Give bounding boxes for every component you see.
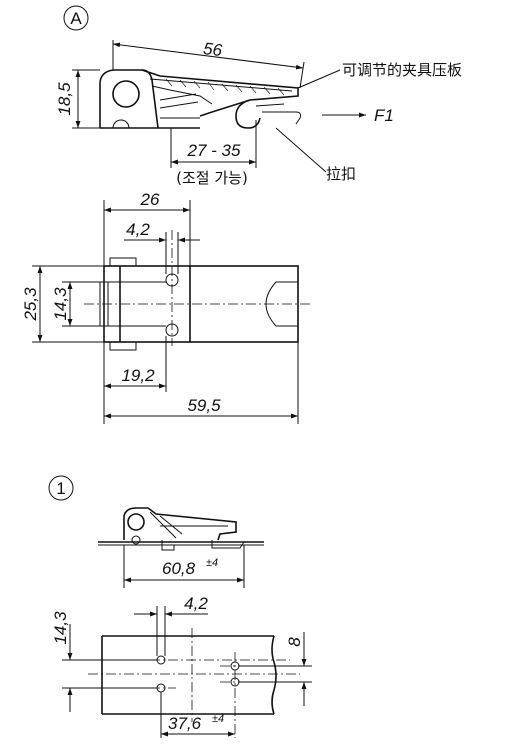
dim-19-2: 19,2	[121, 366, 155, 385]
view-1: 1 60,8 ±4	[48, 475, 264, 588]
view-a: A	[55, 5, 462, 187]
dim-60-8-tolerance: ±4	[206, 557, 218, 569]
label-adjustable-plate: 可调节的夹具压板	[342, 61, 462, 79]
dim-60-8: 60,8	[162, 559, 196, 578]
dim-37-6-tolerance: ±4	[212, 713, 224, 725]
dim-27-35: 27 - 35	[187, 141, 241, 160]
view-1-marker: 1	[56, 479, 65, 498]
dim-18-5: 18,5	[55, 82, 74, 116]
dim-4-2-bottom: 4,2	[184, 594, 208, 613]
view-1-marker-circle	[48, 475, 74, 501]
bottom-view: 14,3 4,2 8 37,6 ±4	[51, 594, 312, 738]
dim-59-5: 59,5	[187, 396, 221, 415]
adjust-note: (조절 가능)	[176, 169, 248, 187]
dim-37-6: 37,6	[168, 714, 202, 733]
dim-4-2: 4,2	[126, 220, 150, 239]
top-view: 26 4,2 25,3 14,3 19,2 59,5	[21, 190, 312, 424]
label-pull-latch: 拉扣	[326, 165, 356, 183]
dim-14-3-bottom: 14,3	[51, 611, 70, 645]
view-a-marker-circle	[63, 5, 89, 31]
clamp-side-profile-closed	[98, 507, 264, 551]
dim-25-3: 25,3	[21, 287, 40, 322]
view-a-marker: A	[70, 9, 82, 28]
dim-26: 26	[140, 190, 160, 209]
dim-8: 8	[285, 637, 304, 647]
force-label: F1	[374, 106, 394, 125]
dim-56: 56	[202, 39, 224, 60]
dim-14-3: 14,3	[51, 287, 70, 321]
clamp-side-profile	[99, 69, 301, 129]
